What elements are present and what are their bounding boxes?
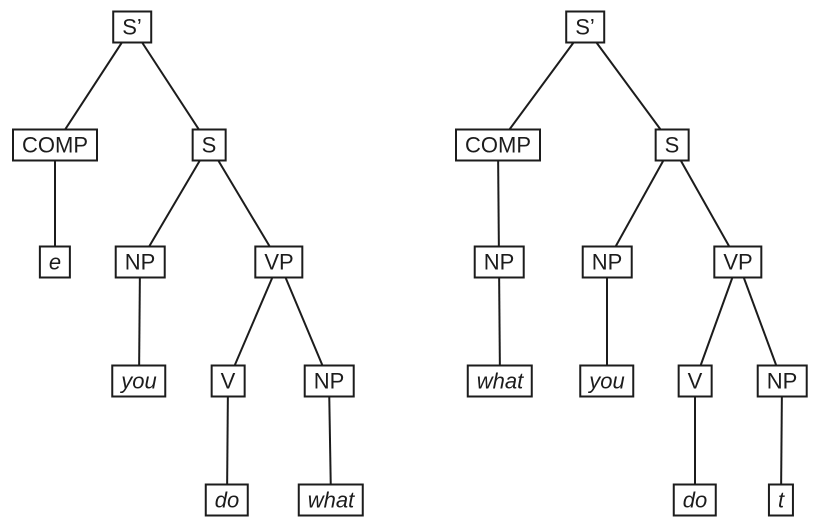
edge-left-tree-vp-v: [227, 261, 280, 382]
edge-left-tree-np-object-what: [328, 380, 332, 501]
node-s: S: [654, 128, 690, 162]
edge-left-tree-vp-np-object: [278, 261, 330, 382]
edge-right-tree-vp-v: [694, 261, 739, 382]
node-you: you: [579, 364, 635, 398]
node-you: you: [111, 364, 167, 398]
node-s-bar: S’: [565, 10, 605, 44]
node-comp: COMP: [12, 128, 98, 162]
node-np-object: NP: [756, 364, 808, 398]
edge-right-tree-np-comp-what: [498, 261, 501, 382]
node-do: do: [672, 483, 718, 517]
edge-right-tree-np-object-t: [780, 380, 783, 501]
node-t: t: [767, 483, 795, 517]
node-vp: VP: [713, 245, 763, 279]
node-what: what: [466, 364, 534, 398]
node-e: e: [38, 245, 72, 279]
node-np-subject: NP: [581, 245, 633, 279]
node-v: V: [210, 364, 246, 398]
node-s-bar: S’: [112, 10, 152, 44]
node-comp: COMP: [455, 128, 541, 162]
node-v: V: [677, 364, 713, 398]
edge-left-tree-v-do: [226, 380, 229, 501]
node-np-subject: NP: [114, 245, 166, 279]
edge-left-tree-s-bar-comp: [54, 26, 133, 146]
node-np-object: NP: [303, 364, 355, 398]
node-what: what: [297, 483, 365, 517]
edge-right-tree-comp-np-comp: [497, 144, 500, 263]
edge-left-tree-s-vp: [208, 144, 280, 263]
edge-left-tree-np-subject-you: [138, 261, 141, 382]
node-s: S: [191, 128, 227, 162]
node-do: do: [204, 483, 250, 517]
edge-left-tree-s-bar-s: [131, 26, 210, 146]
edge-right-tree-s-bar-s: [584, 26, 673, 146]
edge-right-tree-s-vp: [671, 144, 739, 263]
node-np-comp: NP: [473, 245, 525, 279]
edge-right-tree-s-bar-comp: [497, 26, 586, 146]
node-vp: VP: [254, 245, 304, 279]
edge-right-tree-vp-np-object: [737, 261, 783, 382]
edge-left-tree-s-np-subject: [139, 144, 210, 263]
edge-right-tree-s-np-subject: [606, 144, 673, 263]
